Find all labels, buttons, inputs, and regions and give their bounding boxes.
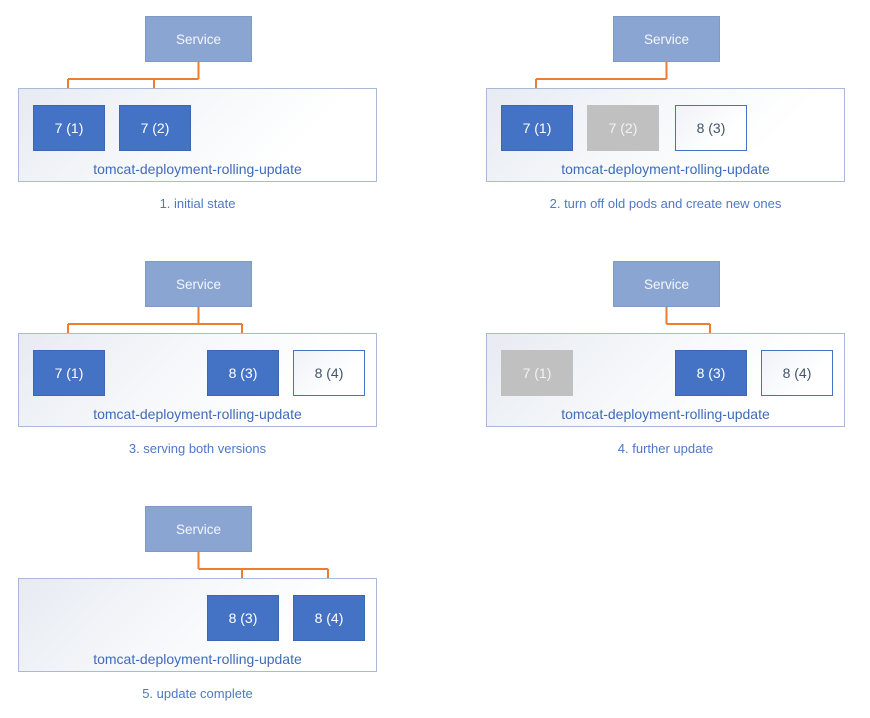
pod-new: 8 (4) <box>761 350 833 396</box>
stage-panel: Service 7 (1) 8 (3) 8 (4) tomcat-deployment-… <box>468 245 870 490</box>
deployment-box: 7 (1) 8 (3) 8 (4) tomcat-deployment-rolling… <box>486 333 845 427</box>
deployment-box: 8 (3) 8 (4) tomcat-deployment-rolling-upda… <box>18 578 377 672</box>
pod-active: 8 (3) <box>675 350 747 396</box>
service-box: Service <box>145 506 252 552</box>
stage-panel: Service 8 (3) 8 (4) tomcat-deployment-rolli… <box>0 490 468 718</box>
pod-retired: 7 (1) <box>501 350 573 396</box>
stage-caption: 5. update complete <box>142 686 253 701</box>
arrow-trunk <box>536 62 668 80</box>
pod-active: 8 (3) <box>207 595 279 641</box>
deployment-box: 7 (1) 7 (2) 8 (3) tomcat-deployment-rolling… <box>486 88 845 182</box>
pod-new: 8 (3) <box>675 105 747 151</box>
pod-active: 8 (4) <box>293 595 365 641</box>
pod-active: 7 (2) <box>119 105 191 151</box>
pod-active: 7 (1) <box>33 105 105 151</box>
stage-caption: 4. further update <box>617 441 714 456</box>
arrow-trunk <box>665 307 710 325</box>
service-box: Service <box>145 261 252 307</box>
deployment-label: tomcat-deployment-rolling-update <box>93 161 302 177</box>
arrow-trunk <box>68 307 242 325</box>
pod-active: 7 (1) <box>33 350 105 396</box>
deployment-box: 7 (1) 7 (2) tomcat-deployment-rolling-upda… <box>18 88 377 182</box>
pod-active: 7 (1) <box>501 105 573 151</box>
deployment-label: tomcat-deployment-rolling-update <box>93 651 302 667</box>
pod-retired: 7 (2) <box>587 105 659 151</box>
stage-panel: Service 7 (1) 7 (2) tomcat-deployment-rolli… <box>0 0 468 245</box>
pod-active: 8 (3) <box>207 350 279 396</box>
service-box: Service <box>613 16 720 62</box>
pod-new: 8 (4) <box>293 350 365 396</box>
stage-caption: 2. turn off old pods and create new ones <box>549 196 782 211</box>
service-box: Service <box>145 16 252 62</box>
arrow-trunk <box>197 552 328 570</box>
deployment-box: 7 (1) 8 (3) 8 (4) tomcat-deployment-rolling… <box>18 333 377 427</box>
stage-panel: Service 7 (1) 7 (2) 8 (3) tomcat-deployment-… <box>468 0 870 245</box>
stage-caption: 3. serving both versions <box>128 441 267 456</box>
stage-caption: 1. initial state <box>159 196 236 211</box>
service-box: Service <box>613 261 720 307</box>
deployment-label: tomcat-deployment-rolling-update <box>93 406 302 422</box>
deployment-label: tomcat-deployment-rolling-update <box>561 161 770 177</box>
stage-panel: Service 7 (1) 8 (3) 8 (4) tomcat-deployment-… <box>0 245 468 490</box>
deployment-label: tomcat-deployment-rolling-update <box>561 406 770 422</box>
arrow-trunk <box>68 62 200 80</box>
